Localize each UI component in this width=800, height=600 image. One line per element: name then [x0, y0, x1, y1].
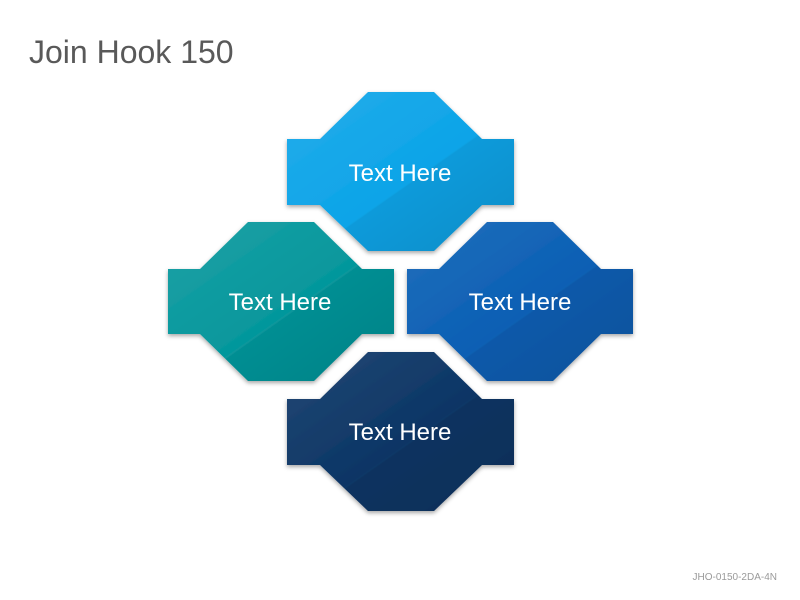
shape-bottom	[287, 352, 514, 511]
footer-code: JHO-0150-2DA-4N	[692, 572, 777, 583]
shape-bottom-label: Text Here	[349, 419, 452, 446]
shape-right	[407, 222, 633, 381]
shape-top-label: Text Here	[349, 160, 452, 187]
shape-left	[168, 222, 394, 381]
shape-right-label: Text Here	[469, 289, 572, 316]
shape-top	[287, 92, 514, 251]
shape-left-label: Text Here	[229, 289, 332, 316]
slide-title: Join Hook 150	[29, 34, 234, 70]
